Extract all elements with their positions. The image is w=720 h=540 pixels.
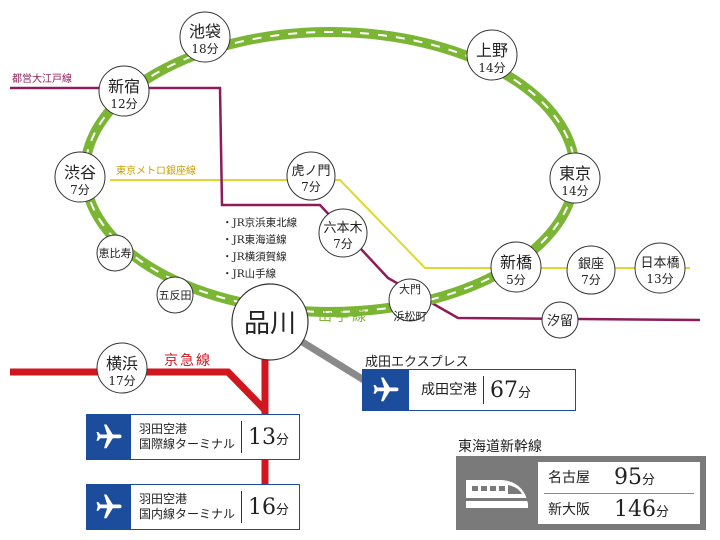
svg-text:13分: 13分	[646, 272, 673, 286]
station-ueno: 上野 14分	[466, 29, 518, 81]
card-divider	[483, 376, 484, 404]
station-shiodome: 汐留	[541, 301, 579, 339]
svg-text:5分: 5分	[506, 273, 526, 287]
oedo-line	[10, 86, 701, 322]
card-divider	[241, 421, 243, 453]
station-shimbashi: 新橋 5分	[490, 241, 542, 293]
svg-text:銀座: 銀座	[578, 257, 604, 272]
oedo-line-label: 都営大江戸線	[12, 72, 72, 85]
narita-airport-label: 成田空港	[421, 381, 477, 398]
svg-text:・JR京浜東北線: ・JR京浜東北線	[222, 216, 298, 229]
svg-text:7分: 7分	[70, 183, 90, 197]
haneda-international-card: 羽田空港国際線ターミナル 13分	[86, 414, 300, 460]
svg-text:7分: 7分	[333, 237, 353, 251]
ginza-line	[110, 179, 690, 269]
svg-text:・JR横須賀線: ・JR横須賀線	[222, 250, 287, 263]
svg-text:18分: 18分	[191, 42, 218, 56]
station-tokyo: 東京 14分	[549, 152, 601, 204]
svg-text:池袋: 池袋	[189, 22, 221, 41]
svg-text:・JR山手線: ・JR山手線	[222, 267, 277, 280]
svg-text:7分: 7分	[301, 180, 321, 194]
shinkansen-title: 東海道新幹線	[458, 439, 542, 455]
svg-text:12分: 12分	[110, 97, 137, 111]
shinkansen-times: 名古屋 95分 新大阪 146分	[538, 462, 700, 524]
station-ginza: 銀座 7分	[566, 245, 616, 295]
svg-text:汐留: 汐留	[547, 313, 573, 329]
ginza-line-label: 東京メトロ銀座線	[116, 164, 196, 177]
station-nihombashi: 日本橋 13分	[634, 242, 686, 294]
svg-text:・JR東海道線: ・JR東海道線	[222, 233, 287, 246]
station-daimon: 大門 浜松町	[388, 278, 432, 323]
svg-text:新橋: 新橋	[500, 253, 532, 272]
svg-text:日本橋: 日本橋	[640, 256, 679, 271]
haneda-domestic-label: 羽田空港国内線ターミナル	[139, 492, 236, 521]
station-shibuya: 渋谷 7分	[54, 151, 106, 203]
svg-text:14分: 14分	[561, 184, 588, 198]
bullet-train-icon	[466, 480, 528, 508]
svg-text:大門: 大門	[399, 282, 421, 296]
svg-text:新宿: 新宿	[108, 77, 140, 96]
svg-text:上野: 上野	[476, 41, 508, 60]
svg-text:17分: 17分	[108, 374, 135, 388]
shinkansen-row: 新大阪 146分	[548, 496, 670, 522]
svg-text:六本木: 六本木	[323, 221, 362, 236]
station-roppongi: 六本木 7分	[318, 208, 368, 258]
shinkansen-row: 名古屋 95分	[548, 464, 656, 490]
svg-text:五反田: 五反田	[159, 289, 192, 302]
haneda-domestic-card: 羽田空港国内線ターミナル 16分	[86, 484, 300, 530]
station-yokohama: 横浜 17分	[96, 342, 148, 394]
station-ikebukuro: 池袋 18分	[179, 11, 231, 63]
svg-text:14分: 14分	[478, 61, 505, 75]
keikyu-line-label: 京急線	[164, 353, 212, 369]
haneda-international-label: 羽田空港国際線ターミナル	[139, 422, 236, 451]
row-divider	[544, 493, 694, 494]
narita-express-title: 成田エクスプレス	[365, 355, 469, 370]
station-gotanda: 五反田	[156, 276, 194, 314]
station-ebisu: 恵比寿	[96, 234, 134, 272]
yamanote-line-label: 山手線	[318, 309, 369, 325]
svg-text:虎ノ門: 虎ノ門	[291, 164, 330, 179]
svg-text:東京: 東京	[559, 164, 591, 183]
svg-text:7分: 7分	[581, 273, 601, 287]
haneda-international-time: 13分	[248, 424, 290, 450]
station-shinagawa: 品川	[231, 283, 309, 361]
haneda-domestic-time: 16分	[248, 494, 290, 520]
station-toranomon: 虎ノ門 7分	[286, 151, 336, 201]
svg-text:恵比寿: 恵比寿	[99, 246, 132, 260]
shinkansen-box: 名古屋 95分 新大阪 146分	[456, 456, 706, 530]
jr-lines-list: ・JR京浜東北線 ・JR東海道線 ・JR横須賀線 ・JR山手線	[222, 216, 298, 280]
narita-time: 67分	[490, 377, 532, 403]
airplane-icon	[363, 370, 409, 410]
svg-text:品川: 品川	[244, 309, 296, 339]
narita-card: 成田空港 67分	[362, 369, 576, 411]
svg-text:浜松町: 浜松町	[394, 309, 427, 323]
svg-text:渋谷: 渋谷	[64, 163, 96, 182]
svg-text:横浜: 横浜	[106, 354, 138, 373]
airplane-icon	[87, 415, 131, 459]
station-shinjuku: 新宿 12分	[98, 65, 150, 117]
airplane-icon	[87, 485, 131, 529]
card-divider	[241, 491, 243, 523]
